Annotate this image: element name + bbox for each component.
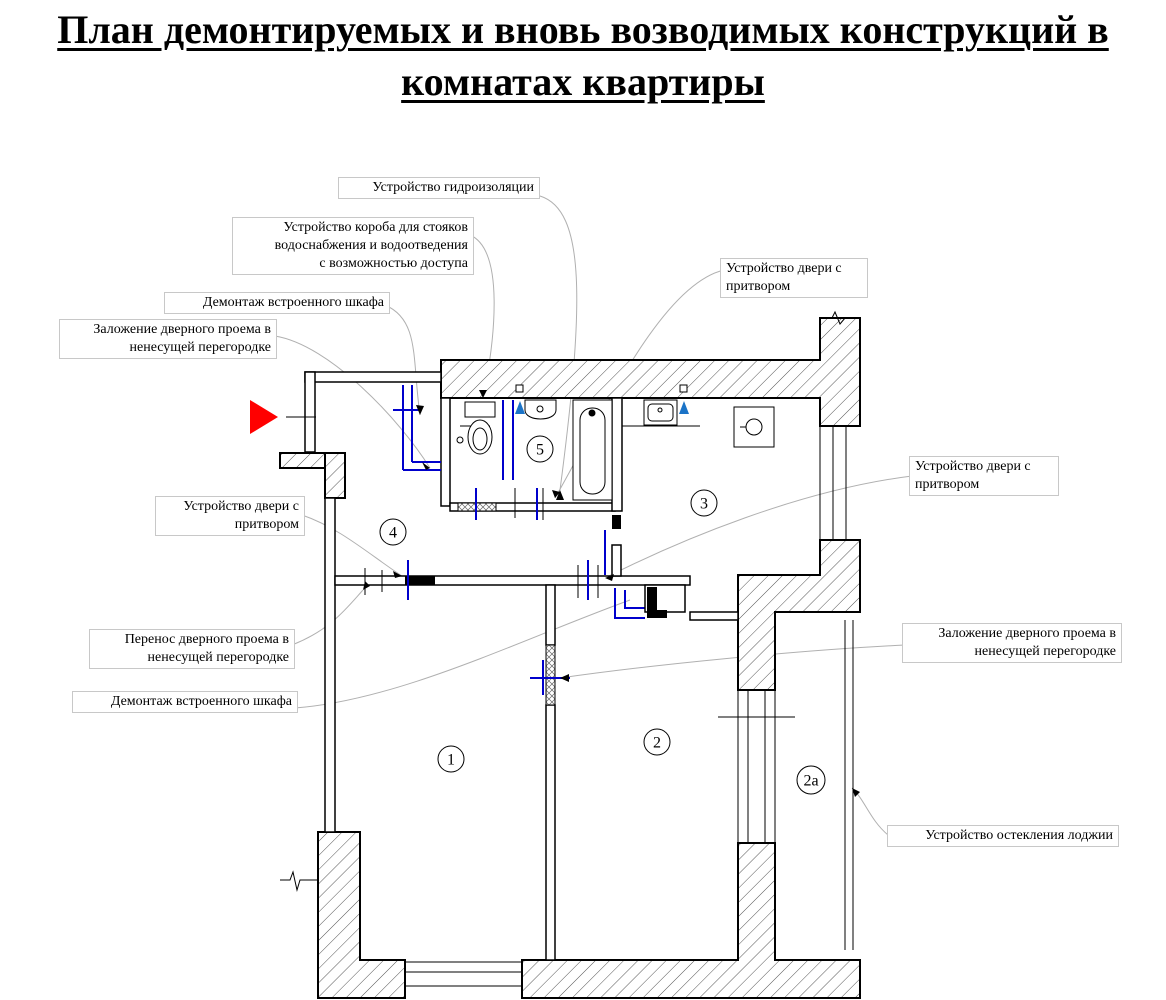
new-construction: [393, 385, 645, 695]
partitions: [304, 371, 739, 961]
leader-door-rebate-right: [604, 475, 913, 579]
callout-closet-demolition-top: Демонтаж встроенного шкафа: [164, 292, 390, 314]
callout-doorway-filling-top: Заложение дверного проема в ненесущей пе…: [59, 319, 277, 359]
wall-right-core: [737, 539, 861, 691]
page-title: План демонтируемых и вновь возводимых ко…: [0, 4, 1166, 108]
room-number-1: 1: [447, 752, 455, 769]
wall-left-bottom: [317, 831, 406, 999]
loggia-windows: [280, 310, 860, 987]
leader-doorway-filling-top: [274, 335, 431, 469]
water-outlet-icon-1: [515, 401, 525, 414]
room-number-4: 4: [389, 525, 397, 542]
entrance-arrow-icon: [250, 400, 278, 434]
sink-icon-kitchen: [643, 384, 688, 426]
room-number-2: 2: [653, 735, 661, 752]
leader-arrowheads: [363, 390, 860, 797]
door-block-corridor: [405, 576, 435, 585]
room-number-5: 5: [536, 442, 544, 459]
leader-closet-top: [384, 304, 421, 416]
sink-icon-bathroom: [515, 384, 557, 420]
water-outlet-icon-2: [679, 401, 689, 414]
callout-door-rebate-left: Устройство двери с притвором: [155, 496, 305, 536]
room-marker-4: [379, 518, 407, 546]
callout-waterproofing: Устройство гидроизоляции: [338, 177, 540, 199]
partition-room1-left: [324, 497, 336, 833]
room-marker-1: [437, 745, 465, 773]
door-block-room3: [612, 515, 621, 529]
wall-top-kitchen: [440, 317, 861, 427]
leader-closet-bottom: [294, 599, 631, 709]
partition-bath-right: [611, 397, 623, 512]
leader-loggia-glazing: [851, 787, 889, 836]
wall-entrance-pillar: [324, 452, 346, 499]
bathtub-icon: [572, 399, 613, 501]
callout-loggia-glazing: Устройство остекления лоджии: [887, 825, 1119, 847]
kitchen-niche-block: [647, 587, 657, 612]
partition-kitchen-lower: [689, 611, 739, 621]
leader-door-rebate-left: [301, 514, 403, 577]
partition-corridor: [334, 575, 691, 586]
partition-room1-room2-lower: [545, 704, 556, 961]
leader-doorway-filling-right: [559, 644, 906, 679]
room-number-2a: 2а: [803, 773, 818, 790]
callout-door-rebate-top: Устройство двери с притвором: [720, 258, 868, 298]
callout-doorway-filling-right: Заложение дверного проема в ненесущей пе…: [902, 623, 1122, 663]
partition-hall-left: [304, 371, 316, 453]
callout-door-rebate-right: Устройство двери с притвором: [909, 456, 1059, 496]
partition-hall-room3: [611, 544, 622, 577]
partition-room1-room2: [545, 584, 556, 646]
room-marker-5: [526, 435, 554, 463]
partition-hall-top: [304, 371, 442, 383]
room-marker-2a: [796, 765, 826, 795]
callout-doorway-transfer: Перенос дверного проема в ненесущей пере…: [89, 629, 295, 669]
toilet-icon: [456, 401, 496, 455]
page-title-line-1: План демонтируемых и вновь возводимых ко…: [57, 7, 1109, 52]
kitchen-niche-base: [647, 610, 667, 618]
room-marker-3: [690, 489, 718, 517]
load-bearing-walls: [279, 317, 861, 999]
callout-riser-box: Устройство короба для стояков водоснабже…: [232, 217, 474, 275]
partition-bath-left: [440, 397, 451, 507]
room-markers: [379, 435, 826, 795]
stove-icon: [733, 406, 775, 448]
doorway-filling-room1-room2: [545, 644, 556, 706]
room-number-3: 3: [700, 496, 708, 513]
page-title-line-2: комнатах квартиры: [401, 59, 765, 104]
wall-bottom: [521, 842, 861, 999]
callout-closet-demolition-bottom: Демонтаж встроенного шкафа: [72, 691, 298, 713]
leader-waterproofing: [539, 195, 578, 491]
room-marker-2: [643, 728, 671, 756]
wall-entrance-left: [279, 452, 326, 469]
